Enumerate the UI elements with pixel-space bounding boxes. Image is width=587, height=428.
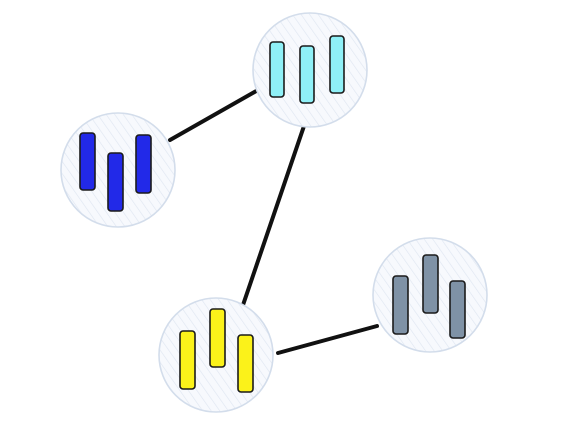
edge-bottom-right — [276, 324, 379, 355]
node-top-bar-1 — [269, 41, 285, 98]
edges-layer — [168, 88, 379, 355]
node-top — [252, 12, 368, 128]
node-bottom — [158, 297, 274, 413]
node-top-bar-3 — [329, 35, 345, 94]
node-right-bar-3 — [449, 280, 466, 339]
node-bottom-bar-1 — [179, 330, 196, 390]
edge-left-top — [168, 88, 260, 142]
node-bottom-bar-2 — [209, 308, 226, 368]
node-left-bar-2 — [107, 152, 124, 212]
edge-top-bottom — [241, 124, 306, 307]
node-left — [60, 112, 176, 228]
node-right — [372, 237, 488, 353]
node-right-bar-2 — [422, 254, 439, 314]
node-left-bar-3 — [135, 134, 152, 194]
node-top-bar-2 — [299, 45, 315, 104]
node-bottom-bar-3 — [237, 334, 254, 393]
node-right-bar-1 — [392, 275, 409, 335]
node-left-bar-1 — [79, 132, 96, 191]
